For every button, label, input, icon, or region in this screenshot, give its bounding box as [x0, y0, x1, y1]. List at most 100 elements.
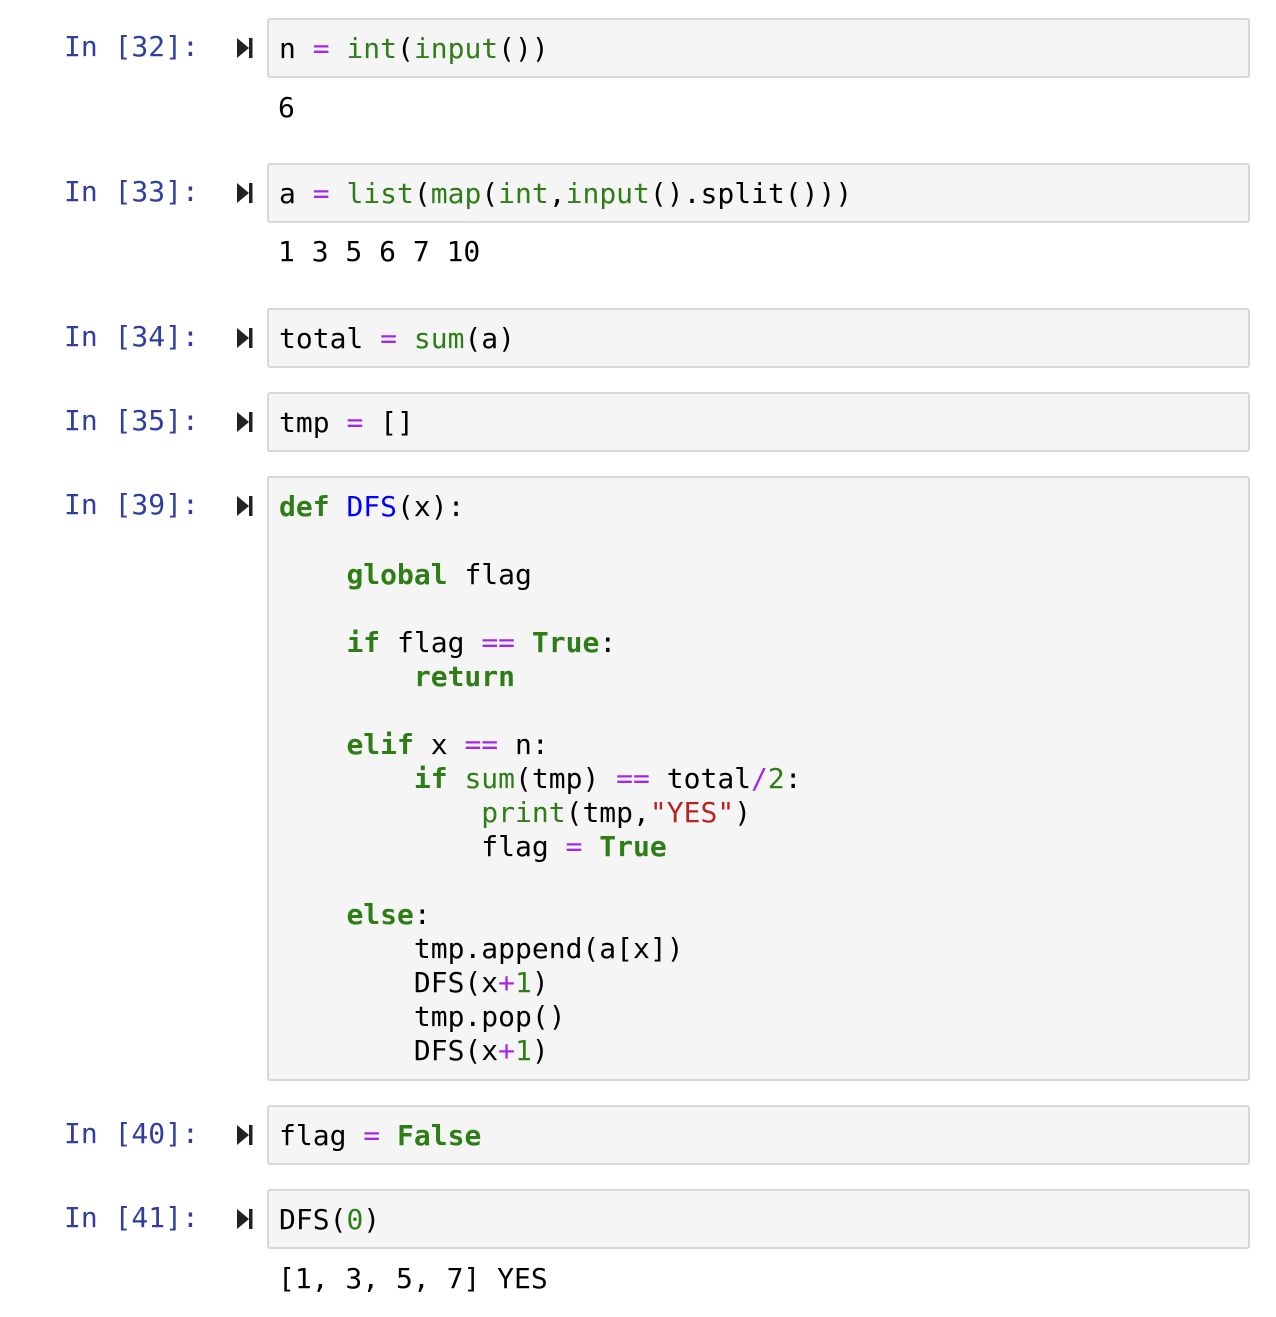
code-token: input [413, 32, 499, 65]
code-token: print [481, 796, 566, 829]
code-input[interactable]: a = list(map(int,input().split())) [267, 163, 1250, 223]
code-token [380, 1119, 397, 1152]
code-text: flag = False [279, 1119, 481, 1153]
code-token: flag [380, 626, 482, 659]
code-token: ( [397, 32, 414, 65]
code-token: list [346, 177, 414, 210]
cell-output: [1, 3, 5, 7] YES [278, 1262, 548, 1295]
code-token: = [380, 322, 398, 355]
code-token: : [784, 762, 802, 795]
code-token [279, 558, 346, 591]
code-token: 0 [346, 1203, 364, 1236]
code-token [279, 762, 414, 795]
code-token: False [397, 1119, 482, 1152]
code-token: tmp.pop() [279, 1000, 566, 1033]
code-token: , [548, 177, 566, 210]
code-token: DFS(x [279, 1034, 499, 1067]
code-token: def [279, 490, 330, 523]
code-token: input [565, 177, 650, 210]
code-token: if [413, 762, 448, 795]
code-input[interactable]: total = sum(a) [267, 308, 1250, 368]
run-cell-icon[interactable] [234, 494, 256, 518]
run-cell-icon[interactable] [234, 181, 256, 205]
run-cell-icon[interactable] [234, 1207, 256, 1231]
code-token: DFS(x [279, 966, 499, 999]
code-token: 1 [515, 966, 532, 999]
code-token [279, 898, 346, 931]
code-text: tmp = [] [279, 406, 414, 440]
code-token: DFS [346, 490, 398, 523]
code-token: ) [734, 796, 752, 829]
code-token: "YES" [649, 796, 735, 829]
cell-prompt: In [35]: [64, 404, 199, 437]
code-token: DFS( [279, 1203, 347, 1236]
code-token: int [346, 32, 398, 65]
code-token: ) [363, 1203, 381, 1236]
code-token [279, 626, 346, 659]
code-token: = [312, 32, 330, 65]
code-token: sum [413, 322, 465, 355]
run-cell-icon[interactable] [234, 326, 256, 350]
code-token [279, 728, 346, 761]
cell-prompt: In [39]: [64, 488, 199, 521]
code-token: ().split())) [649, 177, 853, 210]
code-token [330, 490, 347, 523]
run-cell-icon[interactable] [234, 410, 256, 434]
code-token [330, 32, 347, 65]
code-text: total = sum(a) [279, 322, 515, 356]
code-token: / [751, 762, 768, 795]
code-token: + [498, 966, 516, 999]
code-input[interactable]: n = int(input()) [267, 18, 1250, 78]
code-text: def DFS(x): global flag if flag == True:… [279, 490, 802, 1068]
code-text: a = list(map(int,input().split())) [279, 177, 852, 211]
code-token: 1 [515, 1034, 532, 1067]
cell-prompt: In [40]: [64, 1117, 199, 1150]
code-token [515, 626, 532, 659]
code-token: n: [498, 728, 549, 761]
code-token [397, 322, 414, 355]
code-token: (tmp) [515, 762, 617, 795]
code-token: + [498, 1034, 516, 1067]
code-text: n = int(input()) [279, 32, 549, 66]
code-token [582, 830, 599, 863]
code-token: ) [531, 1034, 549, 1067]
code-token: flag [279, 830, 566, 863]
code-token: flag [279, 1119, 364, 1152]
code-token: elif [346, 728, 414, 761]
code-token: = [363, 1119, 381, 1152]
code-token: map [430, 177, 482, 210]
code-input[interactable]: tmp = [] [267, 392, 1250, 452]
code-input[interactable]: DFS(0) [267, 1189, 1250, 1249]
code-token: if [346, 626, 381, 659]
code-token: (a) [464, 322, 516, 355]
code-token [448, 762, 465, 795]
code-token: = [346, 406, 364, 439]
code-input[interactable]: flag = False [267, 1105, 1250, 1165]
code-token [279, 660, 414, 693]
code-token [279, 796, 481, 829]
run-cell-icon[interactable] [234, 1123, 256, 1147]
code-token: == [481, 626, 516, 659]
code-input[interactable]: def DFS(x): global flag if flag == True:… [267, 476, 1250, 1081]
code-token: a [279, 177, 313, 210]
code-token: = [312, 177, 330, 210]
code-token: (tmp, [565, 796, 650, 829]
code-token: sum [464, 762, 516, 795]
code-token: : [599, 626, 617, 659]
run-cell-icon[interactable] [234, 36, 256, 60]
code-token: int [498, 177, 549, 210]
code-token: True [531, 626, 600, 659]
code-token: (x): [397, 490, 465, 523]
cell-output: 6 [278, 91, 295, 124]
code-token: = [565, 830, 583, 863]
cell-prompt: In [33]: [64, 175, 199, 208]
cell-prompt: In [34]: [64, 320, 199, 353]
cell-prompt: In [41]: [64, 1201, 199, 1234]
code-token: else [346, 898, 414, 931]
code-token: ( [413, 177, 431, 210]
code-token: 2 [767, 762, 785, 795]
code-token: total [649, 762, 752, 795]
cell-output: 1 3 5 6 7 10 [278, 235, 481, 268]
code-token: tmp.append(a[x]) [279, 932, 684, 965]
code-token: flag [447, 558, 532, 591]
